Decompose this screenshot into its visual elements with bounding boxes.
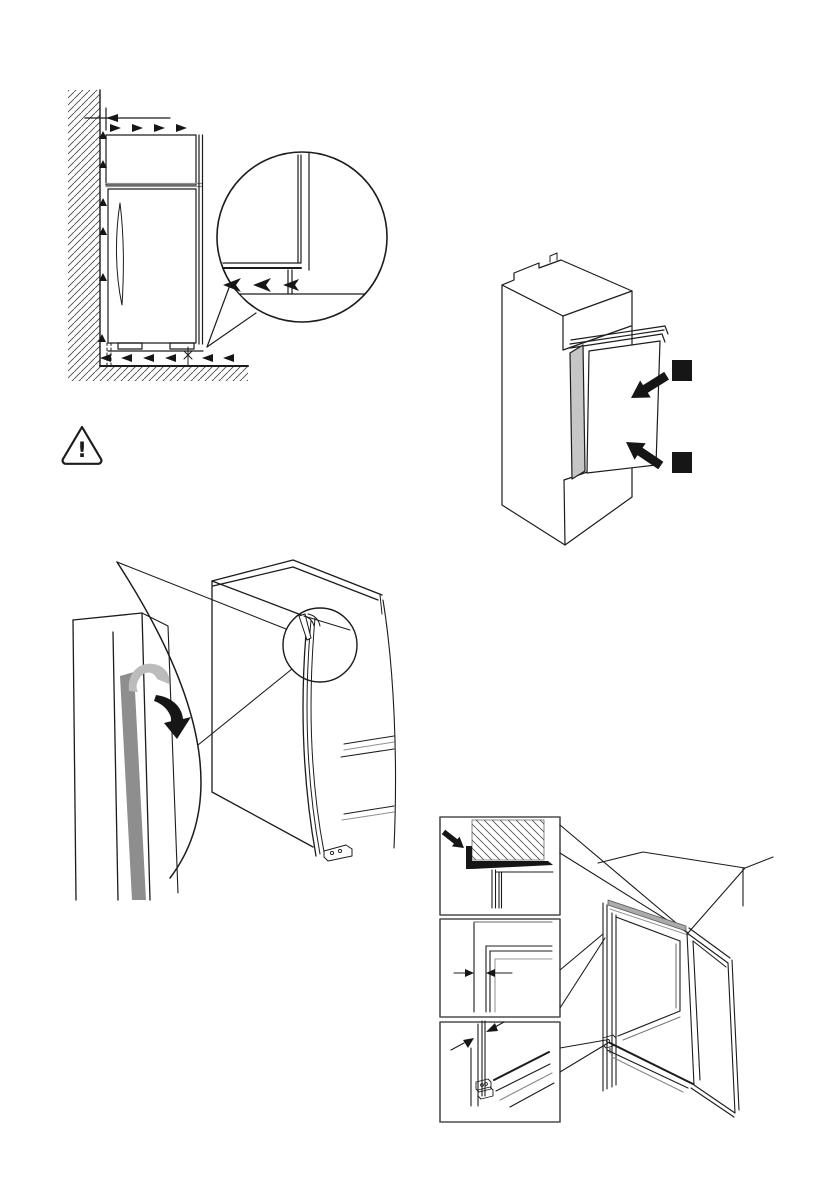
appliance-unit xyxy=(569,325,669,480)
rear-gap-arrows xyxy=(98,131,107,342)
wall-distance-arrow xyxy=(84,107,171,131)
appliance-body xyxy=(106,134,204,367)
airflow-arrows-bottom xyxy=(100,354,234,362)
figure-door-gap-diagram xyxy=(436,812,806,1147)
sealing-strip-svg xyxy=(72,559,397,901)
clearance-diagram-svg xyxy=(68,89,388,381)
floor-hatch xyxy=(68,365,249,381)
step-marker-square-2 xyxy=(672,452,692,473)
bottom-gap-arrows xyxy=(450,1021,505,1051)
magnifier-arc xyxy=(116,561,293,879)
vent-box xyxy=(105,134,203,188)
detail-box-top-seal xyxy=(439,816,561,916)
magnified-edge xyxy=(72,612,191,901)
warning-icon: ! xyxy=(60,424,104,466)
seal-angle-profile xyxy=(466,846,553,869)
hinge-detail xyxy=(475,1078,494,1100)
seal-push-arrow xyxy=(439,827,468,853)
warning-exclamation: ! xyxy=(77,438,87,462)
strip-end-flap xyxy=(298,613,312,641)
warning-triangle xyxy=(61,425,103,465)
figure-clearance-diagram xyxy=(60,85,405,385)
push-arrows xyxy=(620,360,692,474)
airflow-arrows-top xyxy=(110,124,187,132)
gap-measure-arrows xyxy=(453,969,513,977)
figure-insertion-diagram xyxy=(488,252,708,552)
sealing-strip xyxy=(120,672,146,900)
built-in-main-view xyxy=(559,824,774,1118)
detail-box-bottom-hinge xyxy=(439,1020,561,1123)
open-door xyxy=(686,927,740,1118)
step-marker-square-1 xyxy=(672,360,692,381)
strip-peel-curl xyxy=(128,663,170,692)
wall-hatch xyxy=(68,89,101,367)
appliance-corner-view xyxy=(211,559,397,862)
detail-callout-circle xyxy=(206,151,388,348)
top-seal-strip xyxy=(607,899,687,932)
figure-sealing-strip-diagram xyxy=(60,548,410,908)
bottom-hinge-bracket xyxy=(323,844,353,862)
corner-detail-circle xyxy=(282,607,358,683)
door-gap-svg xyxy=(439,816,774,1123)
appliance-side-panel xyxy=(569,344,586,480)
insertion-diagram-svg xyxy=(501,252,692,546)
apply-direction-arrow xyxy=(154,695,191,739)
detail-box-side-gap xyxy=(439,918,561,1018)
